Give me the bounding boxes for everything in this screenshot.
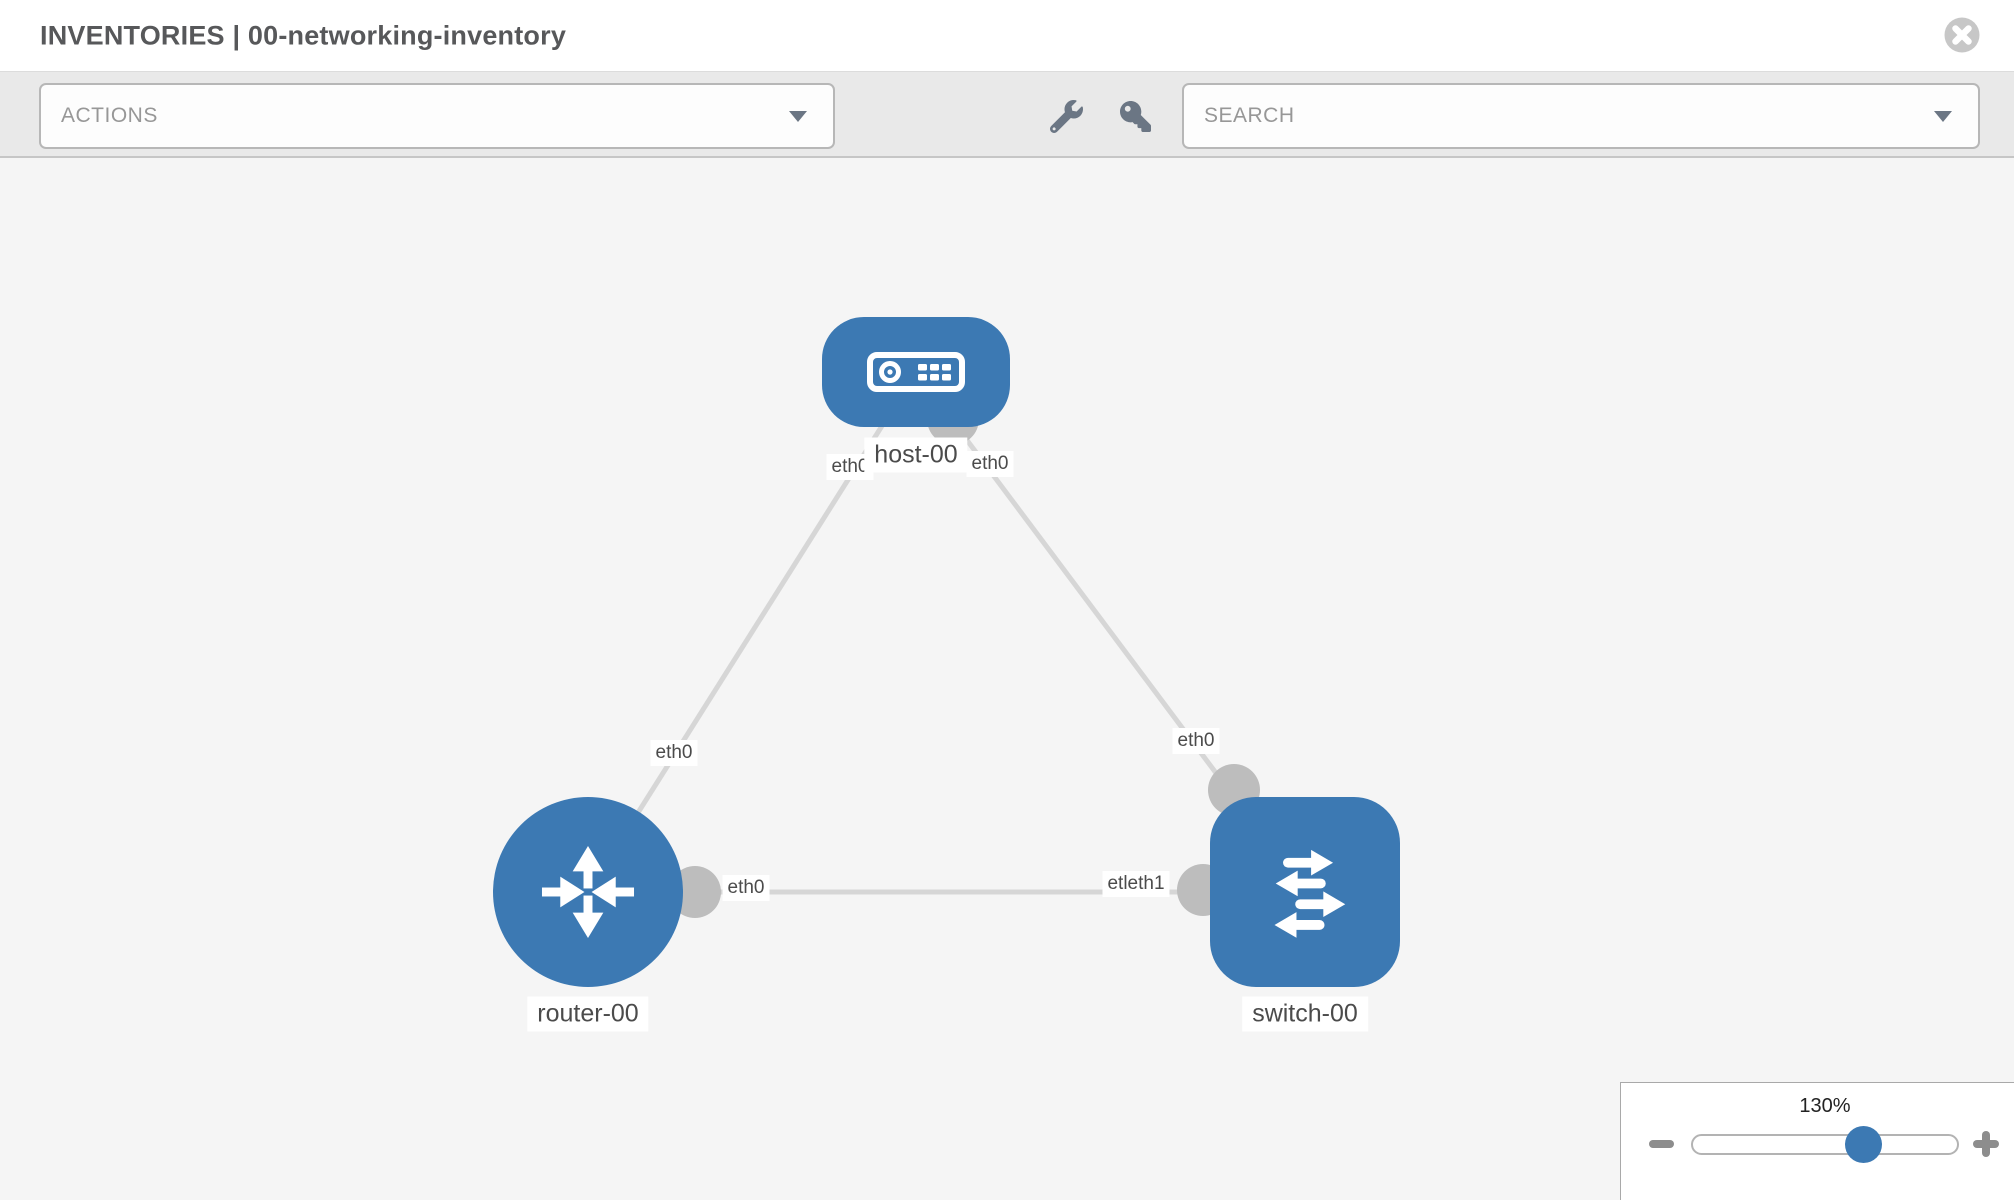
zoom-slider-handle[interactable] (1845, 1126, 1883, 1163)
router-icon (541, 845, 635, 939)
port-label: etleth1 (1102, 871, 1170, 897)
credentials-button[interactable] (1115, 96, 1155, 136)
port-label: eth0 (1172, 728, 1220, 754)
actions-dropdown[interactable]: ACTIONS (39, 83, 835, 149)
zoom-out-button[interactable] (1647, 1129, 1677, 1159)
wrench-icon (1049, 99, 1083, 133)
page-title: INVENTORIES | 00-networking-inventory (40, 20, 567, 50)
search-dropdown[interactable]: SEARCH (1182, 83, 1980, 149)
tools-button[interactable] (1046, 96, 1086, 136)
node-host-00[interactable] (822, 317, 1010, 427)
key-icon (1119, 100, 1151, 132)
port-label: eth0 (966, 451, 1014, 477)
toolbar: ACTIONS SEARCH (0, 71, 2014, 158)
switch-icon (1274, 849, 1346, 938)
close-button[interactable] (1940, 14, 1984, 58)
chevron-down-icon (789, 111, 807, 122)
search-dropdown-label: SEARCH (1204, 104, 1295, 127)
node-router-00[interactable] (493, 797, 683, 987)
node-label-host-00: host-00 (864, 437, 968, 473)
close-icon (1944, 17, 1980, 53)
zoom-level: 130% (1799, 1095, 1851, 1117)
chevron-down-icon (1934, 111, 1952, 122)
zoom-in-button[interactable] (1971, 1129, 2001, 1159)
actions-dropdown-label: ACTIONS (61, 104, 158, 127)
port-label: eth0 (722, 875, 770, 901)
header-bar: INVENTORIES | 00-networking-inventory (0, 0, 2014, 71)
node-switch-00[interactable] (1210, 797, 1400, 987)
node-label-switch-00: switch-00 (1242, 996, 1368, 1032)
zoom-panel: 130% (1620, 1082, 2014, 1200)
node-label-router-00: router-00 (527, 996, 649, 1032)
minus-icon (1649, 1140, 1674, 1148)
zoom-slider-track[interactable] (1691, 1134, 1959, 1155)
topology-links-layer (585, 370, 1308, 918)
port-label: eth0 (650, 740, 698, 766)
host-icon (867, 352, 965, 392)
